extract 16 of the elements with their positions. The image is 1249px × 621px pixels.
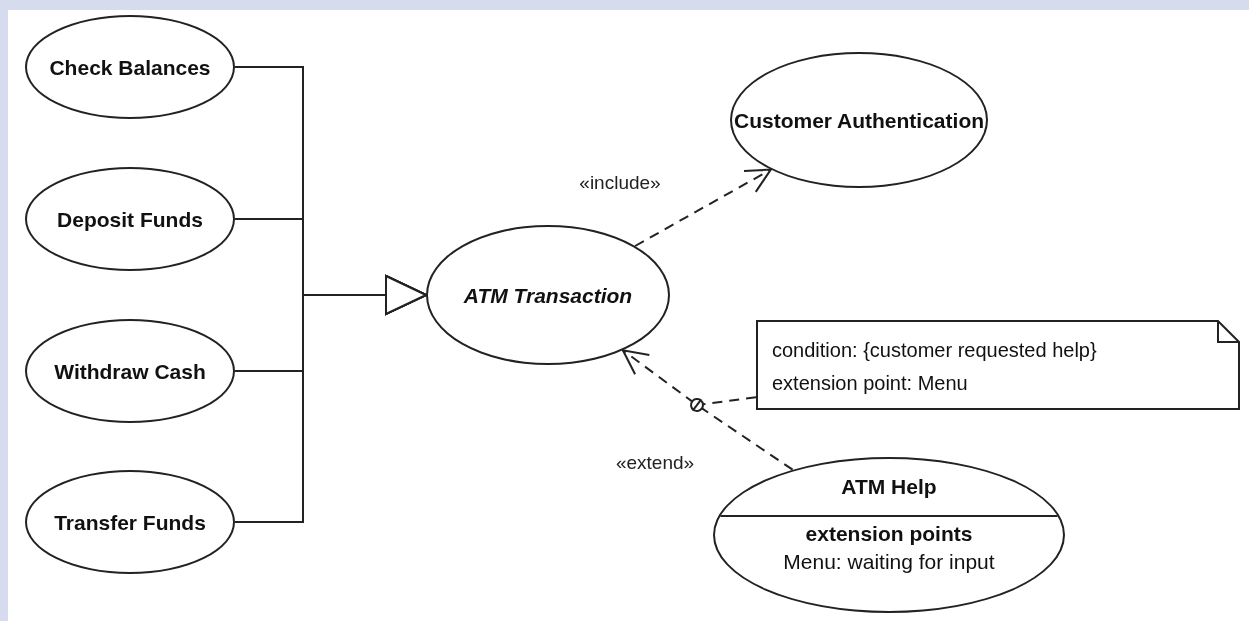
- dependency-arrow: [634, 168, 772, 247]
- use-case-name: Customer Authentication: [733, 107, 985, 134]
- use-case-name: ATM Help: [841, 474, 937, 500]
- use-case-name: Check Balances: [49, 54, 211, 81]
- compartment-heading: extension points: [805, 521, 973, 547]
- note: [756, 320, 1240, 410]
- use-case-name: Deposit Funds: [57, 206, 203, 233]
- use-case-name: Transfer Funds: [54, 509, 206, 536]
- dependency-arrow: [621, 349, 794, 471]
- anchor-line: [690, 396, 757, 412]
- generalization-arrow: [234, 275, 427, 523]
- use-case-name: ATM Transaction: [463, 282, 633, 309]
- note-text: extension point: Menu: [772, 371, 969, 396]
- use-case-name: Withdraw Cash: [54, 358, 206, 385]
- note-text: condition: {customer requested help}: [772, 338, 1098, 363]
- extension-point-text: Menu: waiting for input: [783, 549, 995, 575]
